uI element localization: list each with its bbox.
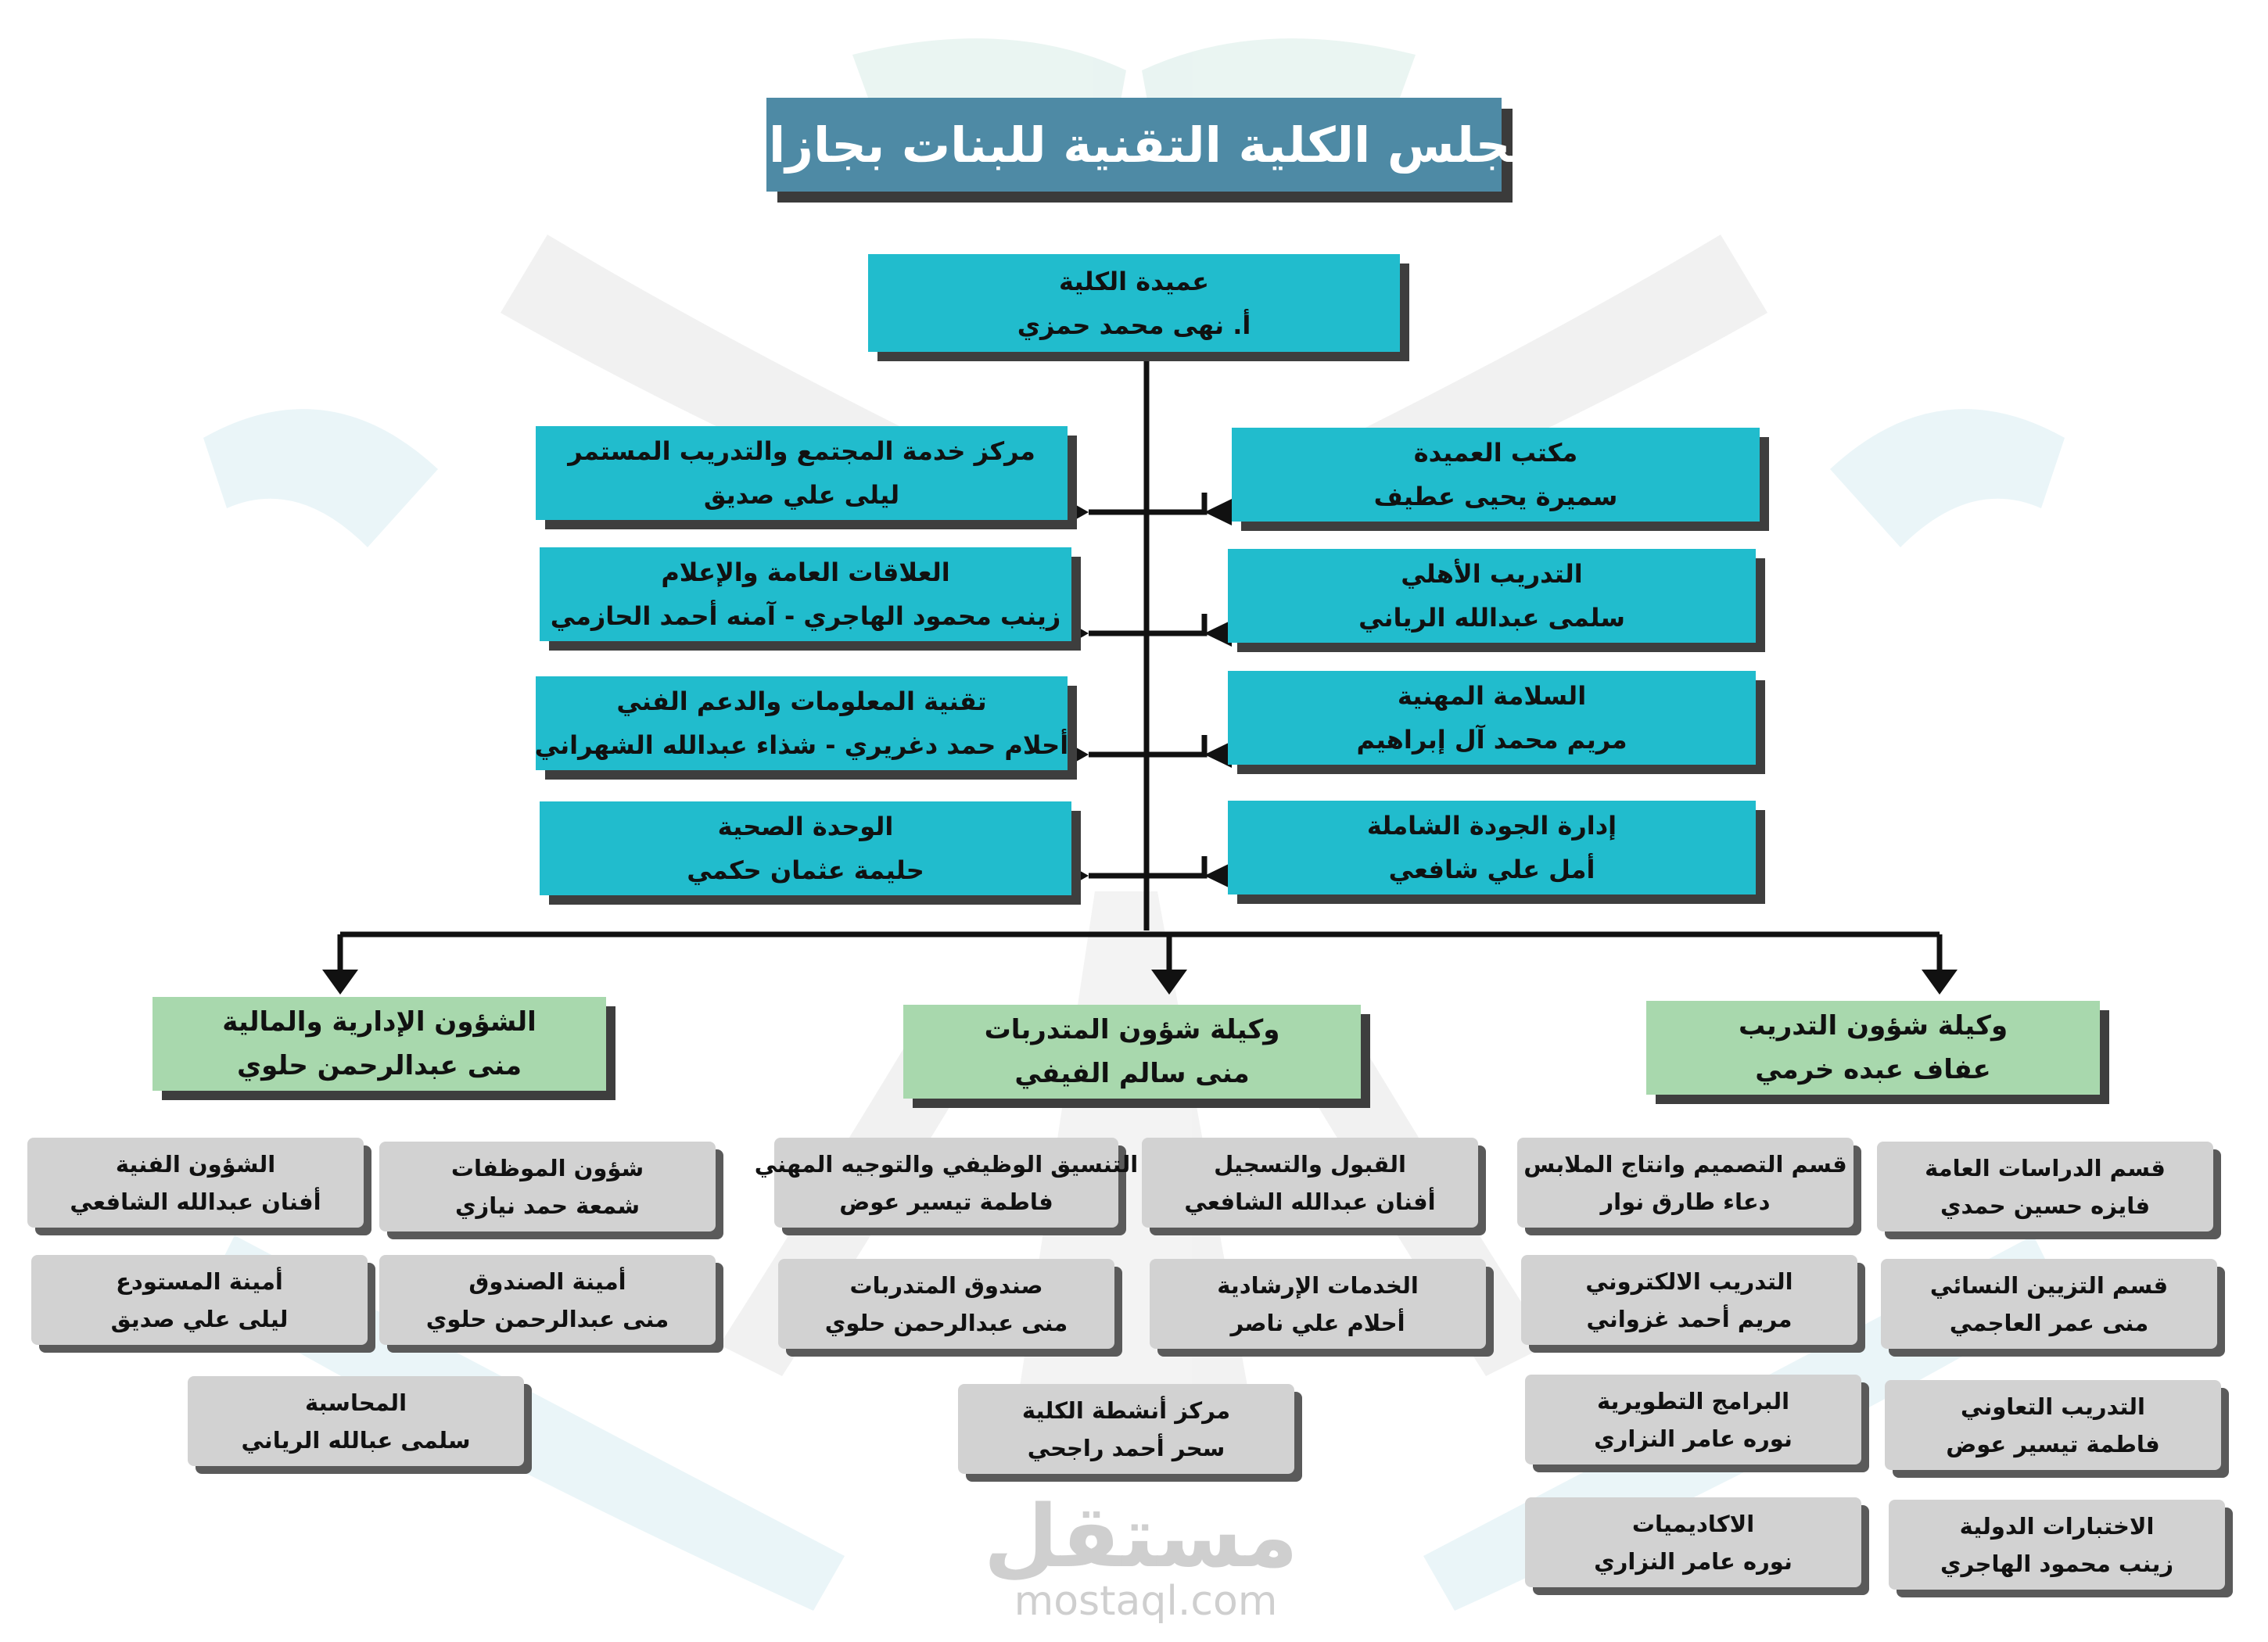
office-name: زينب محمود الهاجري - آمنه أحمد الحازمي xyxy=(550,601,1061,631)
office-private-training: التدريب الأهلي سلمى عبدالله الرياني xyxy=(1228,549,1756,643)
unit-role: صندوق المتدربات xyxy=(849,1271,1043,1299)
office-public-relations: العلاقات العامة والإعلام زينب محمود الها… xyxy=(540,547,1071,641)
unit-name: أحلام علي ناصر xyxy=(1230,1309,1405,1336)
unit-name: زينب محمود الهاجري xyxy=(1940,1550,2174,1577)
unit-role: البرامج التطويرية xyxy=(1596,1387,1790,1414)
vice-dean-role: وكيلة شؤون المتدربات xyxy=(984,1014,1280,1045)
office-name: أحلام حمد دغريري - شذاء عبدالله الشهراني xyxy=(534,730,1069,760)
unit-cooperative-training: التدريب التعاوني فاطمة تيسير عوض xyxy=(1885,1380,2221,1470)
vice-dean-role: الشؤون الإدارية والمالية xyxy=(222,1006,536,1038)
unit-role: التدريب التعاوني xyxy=(1961,1393,2145,1420)
office-role: تقنية المعلومات والدعم الفني xyxy=(616,687,987,716)
unit-name: فاطمة تيسير عوض xyxy=(839,1188,1053,1215)
office-role: العلاقات العامة والإعلام xyxy=(661,557,950,587)
unit-name: فاطمة تيسير عوض xyxy=(1946,1430,2160,1457)
office-role: التدريب الأهلي xyxy=(1401,559,1583,589)
unit-trainee-fund: صندوق المتدربات منى عبدالرحمن حلوي xyxy=(778,1259,1114,1349)
unit-admission: القبول والتسجيل أفنان عبدالله الشافعي xyxy=(1142,1138,1478,1228)
office-role: مكتب العميدة xyxy=(1413,438,1578,468)
unit-warehouse: أمينة المستودع ليلى علي صديق xyxy=(31,1255,368,1345)
unit-role: الاختبارات الدولية xyxy=(1959,1512,2155,1540)
unit-name: سلمى عبالله الرياني xyxy=(241,1426,471,1454)
unit-staff-affairs: شؤون الموظفات شمعة حمد نيازي xyxy=(379,1142,716,1232)
office-it-support: تقنية المعلومات والدعم الفني أحلام حمد د… xyxy=(534,676,1069,770)
unit-name: ليلى علي صديق xyxy=(110,1305,289,1332)
unit-name: دعاء طارق نوار xyxy=(1600,1188,1771,1215)
unit-name: نوره عامر النزاري xyxy=(1594,1425,1793,1452)
watermark-arabic: مستقل xyxy=(983,1486,1298,1586)
chart-title-text: مجلس الكلية التقنية للبنات بجازان xyxy=(727,116,1541,174)
office-role: الوحدة الصحية xyxy=(717,812,894,841)
office-name: ليلى علي صديق xyxy=(703,480,900,510)
office-community-service: مركز خدمة المجتمع والتدريب المستمر ليلى … xyxy=(536,426,1068,520)
unit-development-programs: البرامج التطويرية نوره عامر النزاري xyxy=(1525,1375,1861,1465)
office-role: إدارة الجودة الشاملة xyxy=(1366,811,1617,841)
unit-general-studies: قسم الدراسات العامة فايزه حسين حمدي xyxy=(1877,1142,2213,1232)
unit-international-exams: الاختبارات الدولية زينب محمود الهاجري xyxy=(1889,1500,2225,1590)
unit-career-guidance: التنسيق الوظيفي والتوجيه المهني فاطمة تي… xyxy=(755,1138,1138,1228)
unit-role: التدريب الالكتروني xyxy=(1585,1267,1793,1295)
office-dean-office: مكتب العميدة سميرة يحيى عطيف xyxy=(1232,428,1760,522)
unit-name: نوره عامر النزاري xyxy=(1594,1547,1793,1575)
dean-role: عميدة الكلية xyxy=(1059,266,1210,296)
unit-name: سحر أحمد راجحي xyxy=(1027,1434,1226,1461)
unit-beauty: قسم التزيين النسائي منى عمر العاجمي xyxy=(1881,1259,2217,1349)
unit-name: شمعة حمد نيازي xyxy=(454,1192,641,1219)
watermark-latin: mostaql.com xyxy=(1014,1578,1278,1625)
unit-role: المحاسبة xyxy=(305,1389,407,1416)
unit-activities-center: مركز أنشطة الكلية سحر أحمد راجحي xyxy=(958,1384,1294,1474)
unit-role: أمينة الصندوق xyxy=(468,1267,626,1295)
office-quality-management: إدارة الجودة الشاملة أمل علي شافعي xyxy=(1228,801,1756,894)
office-name: مريم محمد آل إبراهيم xyxy=(1356,725,1627,755)
office-occupational-safety: السلامة المهنية مريم محمد آل إبراهيم xyxy=(1228,671,1756,765)
unit-e-training: التدريب الالكتروني مريم أحمد غزواني xyxy=(1521,1255,1857,1345)
unit-name: منى عمر العاجمي xyxy=(1949,1309,2149,1336)
unit-role: أمينة المستودع xyxy=(116,1267,283,1295)
unit-role: الخدمات الإرشادية xyxy=(1217,1271,1419,1299)
unit-name: منى عبدالرحمن حلوي xyxy=(425,1305,669,1332)
unit-treasurer: أمينة الصندوق منى عبدالرحمن حلوي xyxy=(379,1255,716,1345)
unit-role: شؤون الموظفات xyxy=(450,1154,644,1181)
unit-name: منى عبدالرحمن حلوي xyxy=(824,1309,1068,1336)
office-name: أمل علي شافعي xyxy=(1388,855,1595,884)
unit-name: أفنان عبدالله الشافعي xyxy=(70,1188,321,1215)
office-name: حليمة عثمان حكمي xyxy=(687,855,924,885)
unit-name: أفنان عبدالله الشافعي xyxy=(1184,1188,1436,1215)
unit-role: مركز أنشطة الكلية xyxy=(1021,1396,1231,1424)
unit-academies: الاكاديميات نوره عامر النزاري xyxy=(1525,1497,1861,1587)
vice-dean-name: منى عبدالرحمن حلوي xyxy=(236,1050,522,1081)
unit-role: القبول والتسجيل xyxy=(1214,1150,1406,1178)
office-role: مركز خدمة المجتمع والتدريب المستمر xyxy=(568,436,1035,466)
vice-dean-trainees: وكيلة شؤون المتدربات منى سالم الفيفي xyxy=(903,1005,1361,1099)
unit-role: الشؤون الفنية xyxy=(115,1150,276,1178)
dean-box: عميدة الكلية أ. نهى محمد حمزي xyxy=(868,254,1400,352)
unit-name: مريم أحمد غزواني xyxy=(1586,1305,1793,1332)
vice-dean-name: منى سالم الفيفي xyxy=(1014,1058,1250,1089)
unit-fashion-design: قسم التصميم وانتاج الملابس دعاء طارق نوا… xyxy=(1517,1138,1854,1228)
unit-role: قسم الدراسات العامة xyxy=(1925,1154,2166,1181)
unit-name: فايزه حسين حمدي xyxy=(1940,1192,2151,1219)
unit-role: الاكاديميات xyxy=(1631,1510,1755,1537)
unit-role: قسم التصميم وانتاج الملابس xyxy=(1523,1150,1847,1178)
vice-dean-role: وكيلة شؤون التدريب xyxy=(1738,1010,2008,1041)
unit-role: قسم التزيين النسائي xyxy=(1929,1271,2169,1299)
vice-dean-training: وكيلة شؤون التدريب عفاف عبده خرمي xyxy=(1646,1001,2100,1095)
office-name: سلمى عبدالله الرياني xyxy=(1358,603,1625,633)
chart-title: مجلس الكلية التقنية للبنات بجازان xyxy=(727,98,1541,192)
unit-technical-affairs: الشؤون الفنية أفنان عبدالله الشافعي xyxy=(27,1138,364,1228)
vice-dean-admin-finance: الشؤون الإدارية والمالية منى عبدالرحمن ح… xyxy=(153,997,606,1091)
watermark-logo: مستقل mostaql.com xyxy=(983,1486,1298,1625)
office-name: سميرة يحيى عطيف xyxy=(1373,482,1618,511)
dean-name: أ. نهى محمد حمزي xyxy=(1017,310,1251,340)
office-role: السلامة المهنية xyxy=(1397,681,1587,711)
unit-accounting: المحاسبة سلمى عبالله الرياني xyxy=(188,1376,524,1466)
unit-counseling: الخدمات الإرشادية أحلام علي ناصر xyxy=(1150,1259,1486,1349)
vice-dean-name: عفاف عبده خرمي xyxy=(1755,1054,1991,1085)
office-health-unit: الوحدة الصحية حليمة عثمان حكمي xyxy=(540,801,1071,895)
unit-role: التنسيق الوظيفي والتوجيه المهني xyxy=(754,1150,1139,1178)
